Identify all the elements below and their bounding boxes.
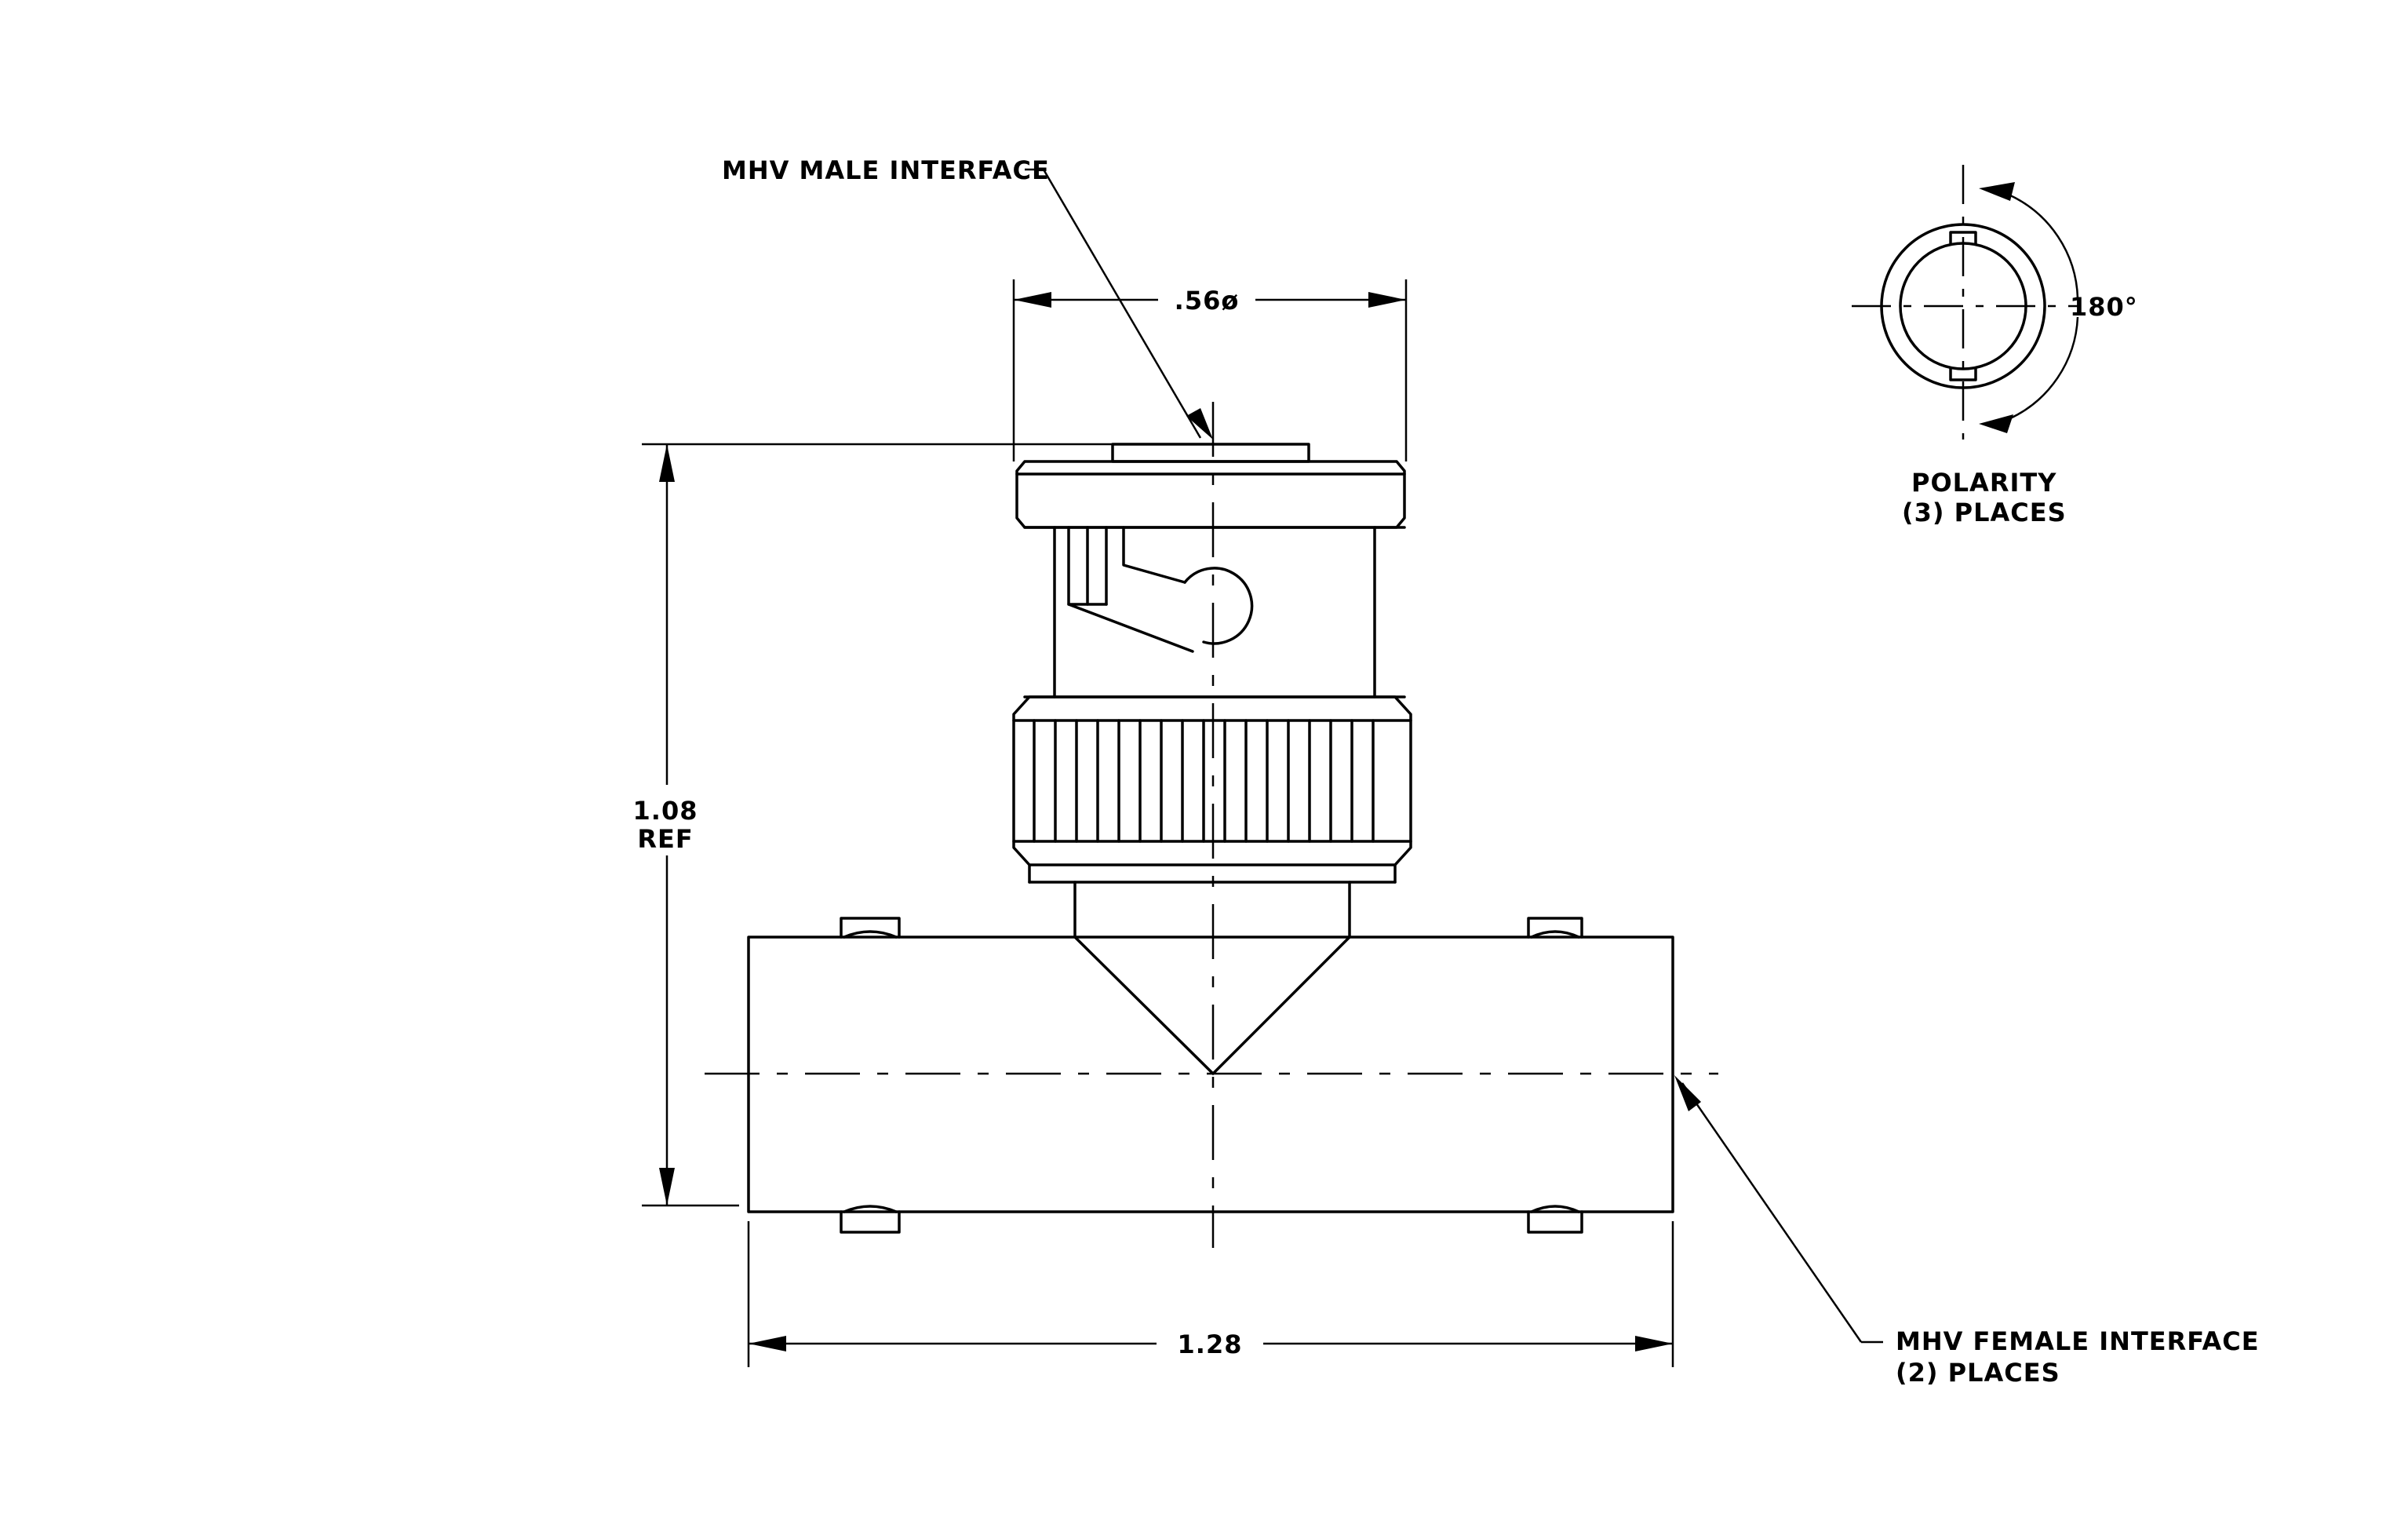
- bayonet-sleeve: [1023, 526, 1406, 698]
- diameter-label: .56ø: [1175, 286, 1240, 316]
- width-value-label: 1.28: [1178, 1330, 1243, 1359]
- coupling-nut: [1012, 695, 1412, 884]
- male-interface-leader: [1025, 168, 1213, 440]
- height-dimension: [642, 443, 1113, 1207]
- height-value-label: 1.08: [633, 796, 698, 826]
- female-interface-label: MHV FEMALE INTERFACE: [1896, 1326, 2260, 1356]
- height-ref-label: REF: [637, 824, 693, 854]
- male-interface-label: MHV MALE INTERFACE: [722, 155, 1050, 185]
- polarity-label: POLARITY: [1911, 468, 2056, 498]
- knurl-lines: [1033, 719, 1375, 843]
- angle-label: 180°: [2070, 292, 2138, 322]
- top-cap: [1015, 443, 1406, 529]
- polarity-view: [1852, 165, 2079, 440]
- width-dimension: [747, 1221, 1674, 1367]
- polarity-places-label: (3) PLACES: [1902, 498, 2067, 527]
- female-places-label: (2) PLACES: [1896, 1358, 2060, 1388]
- female-interface-leader: [1674, 1075, 1883, 1344]
- tee-body: [747, 917, 1674, 1234]
- diameter-dimension: [1012, 279, 1408, 461]
